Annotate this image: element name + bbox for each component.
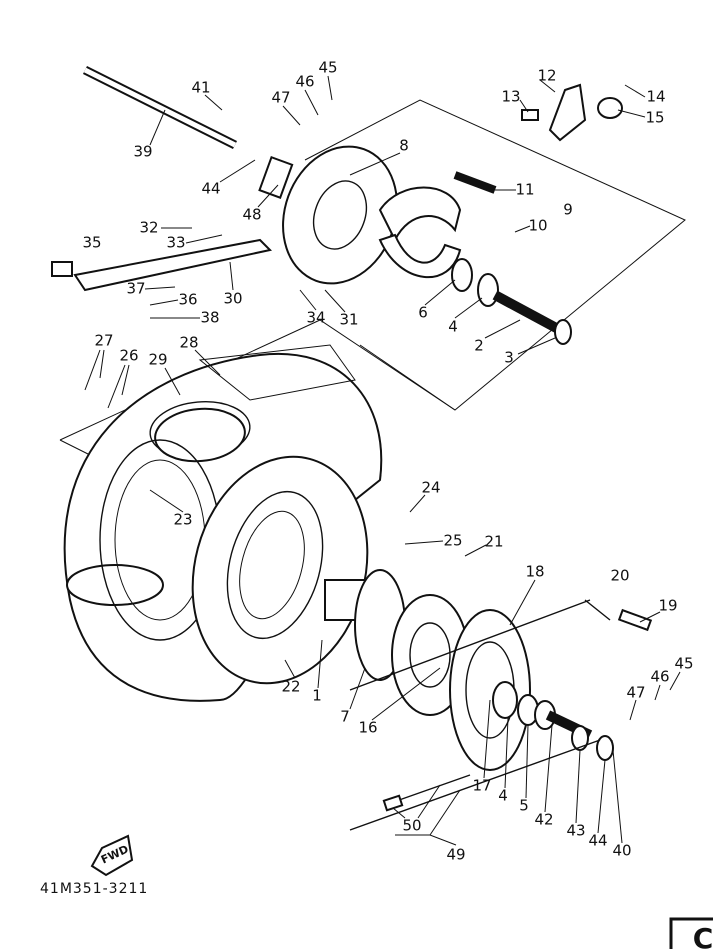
callout-47: 47: [271, 89, 290, 107]
leader-lines: [84, 75, 681, 846]
callout-6: 6: [418, 304, 428, 322]
callout-26: 26: [119, 347, 138, 365]
corner-mark: C: [669, 917, 713, 949]
callout-30: 30: [223, 290, 242, 308]
callout-40: 40: [612, 842, 631, 860]
corner-letter: C: [693, 922, 713, 949]
axle-39: [82, 65, 238, 150]
callout-37: 37: [126, 280, 145, 298]
torque-arm: [51, 238, 273, 292]
callout-29: 29: [148, 351, 167, 369]
callout-38: 38: [200, 309, 219, 327]
callout-20: 20: [610, 567, 629, 585]
callout-4: 4: [448, 318, 458, 336]
callout-19: 19: [658, 597, 677, 615]
callout-39: 39: [133, 143, 152, 161]
brake-assembly: [258, 145, 572, 345]
part-code: 41M351-3211: [40, 881, 148, 897]
callout-25: 25: [443, 532, 462, 550]
callout-1: 1: [312, 687, 322, 705]
callout-8: 8: [399, 137, 409, 155]
callout-4: 4: [498, 787, 508, 805]
callout-21: 21: [484, 533, 503, 551]
chain-adjuster: [521, 83, 653, 632]
callout-2: 2: [474, 337, 484, 355]
callout-5: 5: [519, 797, 529, 815]
callout-44: 44: [201, 180, 220, 198]
callout-13: 13: [501, 88, 520, 106]
callout-45: 45: [674, 655, 693, 673]
callout-18: 18: [525, 563, 544, 581]
callout-48: 48: [242, 206, 261, 224]
callout-22: 22: [281, 678, 300, 696]
callout-17: 17: [472, 777, 491, 795]
callout-3: 3: [504, 349, 514, 367]
wheel-hub: [191, 455, 369, 685]
sprocket-assembly: [349, 569, 614, 831]
callout-labels: 45 46 47 41 39 44 48 8 11 9 10 12 13 14 …: [82, 59, 693, 864]
callout-46: 46: [650, 668, 669, 686]
callout-23: 23: [173, 511, 192, 529]
callout-27: 27: [94, 332, 113, 350]
callout-35: 35: [82, 234, 101, 252]
callout-32: 32: [139, 219, 158, 237]
callout-28: 28: [179, 334, 198, 352]
callout-34: 34: [306, 309, 325, 327]
callout-31: 31: [339, 311, 358, 329]
callout-14: 14: [646, 88, 665, 106]
callout-41: 41: [191, 79, 210, 97]
callout-50: 50: [402, 817, 421, 835]
callout-42: 42: [534, 811, 553, 829]
callout-45: 45: [318, 59, 337, 77]
callout-16: 16: [358, 719, 377, 737]
callout-49: 49: [446, 846, 465, 864]
callout-24: 24: [421, 479, 440, 497]
fwd-arrow-marker: FWD: [90, 834, 134, 877]
callout-43: 43: [566, 822, 585, 840]
callout-10: 10: [528, 217, 547, 235]
callout-47: 47: [626, 684, 645, 702]
drive-chain: [382, 774, 471, 812]
callout-46: 46: [295, 73, 314, 91]
callout-7: 7: [340, 708, 350, 726]
callout-36: 36: [178, 291, 197, 309]
callout-12: 12: [537, 67, 556, 85]
callout-33: 33: [166, 234, 185, 252]
callout-11: 11: [515, 181, 534, 199]
callout-15: 15: [645, 109, 664, 127]
callout-44: 44: [588, 832, 607, 850]
callout-9: 9: [563, 201, 573, 219]
